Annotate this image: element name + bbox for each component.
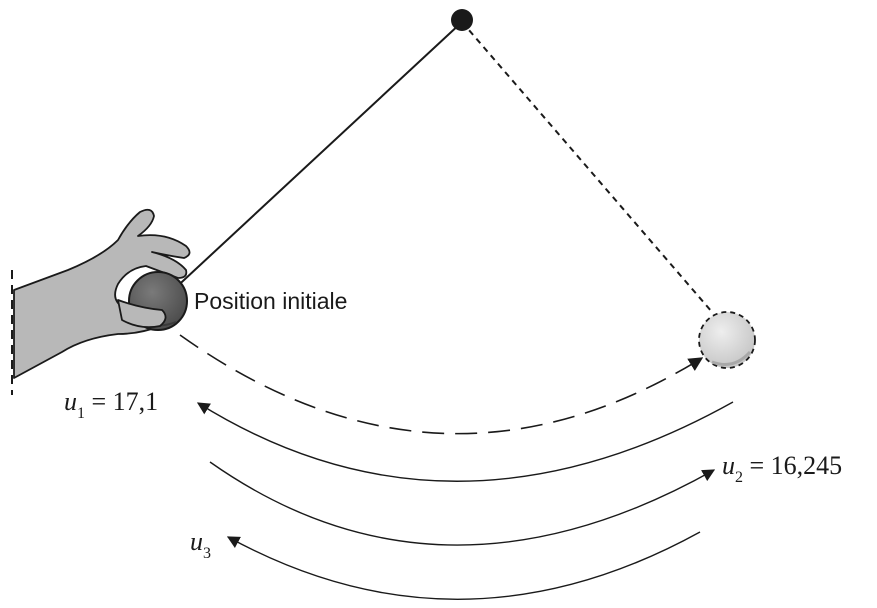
initial-position-label: Position initiale bbox=[194, 288, 347, 314]
pendulum-string-initial bbox=[169, 21, 463, 294]
u1-label: u1 = 17,1 bbox=[64, 387, 158, 422]
final-ball bbox=[698, 311, 756, 369]
arc-u2 bbox=[209, 461, 716, 546]
thumb-icon bbox=[117, 299, 167, 329]
arc-u1 bbox=[196, 401, 734, 482]
pivot-point bbox=[451, 9, 473, 31]
u3-sub: 3 bbox=[203, 545, 211, 562]
u2-label: u2 = 16,245 bbox=[722, 451, 842, 486]
u2-eq: = 16,245 bbox=[743, 451, 842, 480]
u2-sub: 2 bbox=[735, 469, 743, 486]
arc-u3 bbox=[226, 531, 701, 600]
u1-var: u bbox=[64, 387, 77, 416]
u1-eq: = 17,1 bbox=[85, 387, 158, 416]
pendulum-string-final bbox=[461, 21, 713, 313]
u2-var: u bbox=[722, 451, 735, 480]
u3-var: u bbox=[190, 527, 203, 556]
u1-sub: 1 bbox=[77, 405, 85, 422]
swing-trajectory bbox=[179, 334, 704, 435]
u3-label: u3 bbox=[190, 527, 211, 562]
